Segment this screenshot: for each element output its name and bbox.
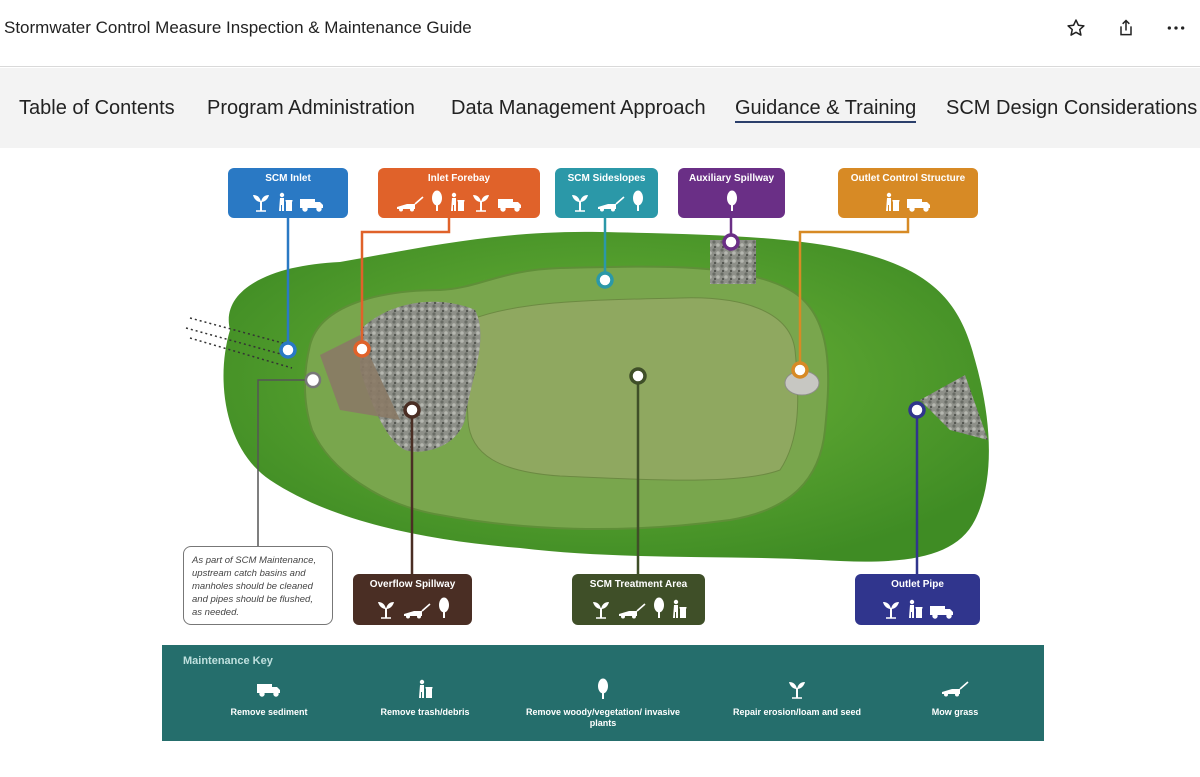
callout-icons bbox=[228, 192, 348, 212]
callout-inlet-forebay: Inlet Forebay bbox=[378, 168, 540, 218]
callout-auxiliary-spillway: Auxiliary Spillway bbox=[678, 168, 785, 218]
callout-label: Outlet Control Structure bbox=[850, 173, 966, 184]
callout-label: SCM Inlet bbox=[265, 173, 311, 184]
marker-outlet-control bbox=[791, 361, 809, 379]
trash-icon bbox=[884, 192, 900, 212]
trash-icon bbox=[449, 190, 465, 212]
seedling-icon bbox=[376, 597, 396, 619]
outlet-rocks bbox=[920, 375, 988, 440]
trash-icon bbox=[277, 192, 293, 212]
nav-item-guidance-training[interactable]: Guidance & Training bbox=[735, 97, 917, 123]
callout-outlet-pipe: Outlet Pipe bbox=[855, 574, 980, 625]
seedling-icon bbox=[712, 675, 882, 703]
nav-item-data-management-approach[interactable]: Data Management Approach bbox=[451, 97, 706, 119]
truck-icon bbox=[906, 192, 932, 212]
top-bar: Stormwater Control Measure Inspection & … bbox=[0, 0, 1200, 67]
marker-treatment-area bbox=[629, 367, 647, 385]
marker-auxiliary-spillway bbox=[722, 233, 740, 251]
more-icon[interactable] bbox=[1164, 16, 1188, 40]
callout-scm-inlet: SCM Inlet bbox=[228, 168, 348, 218]
mower-icon bbox=[395, 190, 425, 212]
marker-outlet-pipe bbox=[908, 401, 926, 419]
key-item-remove-trash: Remove trash/debris bbox=[340, 675, 510, 718]
inlet-pad bbox=[320, 335, 400, 420]
section-nav: Table of Contents Program Administration… bbox=[0, 68, 1200, 148]
callout-scm-treatment-area: SCM Treatment Area bbox=[572, 574, 705, 625]
callout-icons bbox=[378, 190, 540, 212]
maintenance-key: Maintenance Key Remove sediment Remove t… bbox=[162, 645, 1044, 741]
trash-icon bbox=[907, 599, 923, 619]
marker-catch-basin bbox=[304, 371, 322, 389]
callout-icons bbox=[838, 192, 978, 212]
callout-icons bbox=[678, 190, 785, 212]
star-icon[interactable] bbox=[1064, 16, 1088, 40]
trash-icon bbox=[671, 597, 687, 619]
mower-icon bbox=[402, 597, 432, 619]
key-item-remove-sediment: Remove sediment bbox=[184, 675, 354, 718]
callout-label: Auxiliary Spillway bbox=[688, 173, 775, 184]
truck-icon bbox=[929, 599, 955, 619]
seedling-icon bbox=[881, 599, 901, 619]
tree-icon bbox=[726, 190, 738, 212]
seedling-icon bbox=[591, 597, 611, 619]
tree-icon bbox=[438, 597, 450, 619]
key-item-label: Remove trash/debris bbox=[380, 707, 470, 717]
treatment-area bbox=[466, 297, 799, 481]
tree-icon bbox=[632, 190, 644, 212]
callout-label: SCM Treatment Area bbox=[589, 579, 688, 590]
key-item-mow-grass: Mow grass bbox=[870, 675, 1040, 718]
marker-scm-inlet bbox=[279, 341, 297, 359]
mower-icon bbox=[596, 190, 626, 212]
callout-icons bbox=[353, 597, 472, 619]
seedling-icon bbox=[251, 192, 271, 212]
key-item-remove-woody: Remove woody/vegetation/ invasive plants bbox=[518, 675, 688, 729]
nav-item-table-of-contents[interactable]: Table of Contents bbox=[19, 97, 175, 119]
document-title: Stormwater Control Measure Inspection & … bbox=[4, 18, 472, 37]
marker-sideslopes bbox=[596, 271, 614, 289]
seedling-icon bbox=[471, 190, 491, 212]
nav-item-program-administration[interactable]: Program Administration bbox=[207, 97, 415, 119]
callout-icons bbox=[555, 190, 658, 212]
header-actions bbox=[1064, 16, 1188, 40]
nav-item-scm-design-considerations[interactable]: SCM Design Considerations bbox=[946, 97, 1198, 119]
trash-icon bbox=[340, 675, 510, 703]
key-item-label: Remove sediment bbox=[230, 707, 308, 717]
mower-icon bbox=[617, 597, 647, 619]
tree-icon bbox=[518, 675, 688, 703]
callout-outlet-control-structure: Outlet Control Structure bbox=[838, 168, 978, 218]
callout-icons bbox=[855, 599, 980, 619]
tree-icon bbox=[431, 190, 443, 212]
truck-icon bbox=[497, 190, 523, 212]
marker-inlet-forebay bbox=[353, 340, 371, 358]
key-item-repair-erosion: Repair erosion/loam and seed bbox=[712, 675, 882, 718]
callout-label: Overflow Spillway bbox=[369, 579, 456, 590]
key-item-label: Remove woody/vegetation/ invasive plants bbox=[525, 707, 681, 728]
mower-icon bbox=[870, 675, 1040, 703]
truck-icon bbox=[299, 192, 325, 212]
share-icon[interactable] bbox=[1114, 16, 1138, 40]
tree-icon bbox=[653, 597, 665, 619]
callout-label: SCM Sideslopes bbox=[567, 173, 646, 184]
key-item-label: Mow grass bbox=[931, 707, 979, 717]
seedling-icon bbox=[570, 190, 590, 212]
callout-icons bbox=[572, 597, 705, 619]
callout-overflow-spillway: Overflow Spillway bbox=[353, 574, 472, 625]
callout-label: Inlet Forebay bbox=[427, 173, 491, 184]
maintenance-key-title: Maintenance Key bbox=[183, 655, 273, 667]
callout-label: Outlet Pipe bbox=[891, 579, 944, 590]
key-item-label: Repair erosion/loam and seed bbox=[732, 707, 862, 717]
truck-icon bbox=[184, 675, 354, 703]
marker-overflow-spillway bbox=[403, 401, 421, 419]
maintenance-note: As part of SCM Maintenance, upstream cat… bbox=[183, 546, 333, 625]
callout-scm-sideslopes: SCM Sideslopes bbox=[555, 168, 658, 218]
